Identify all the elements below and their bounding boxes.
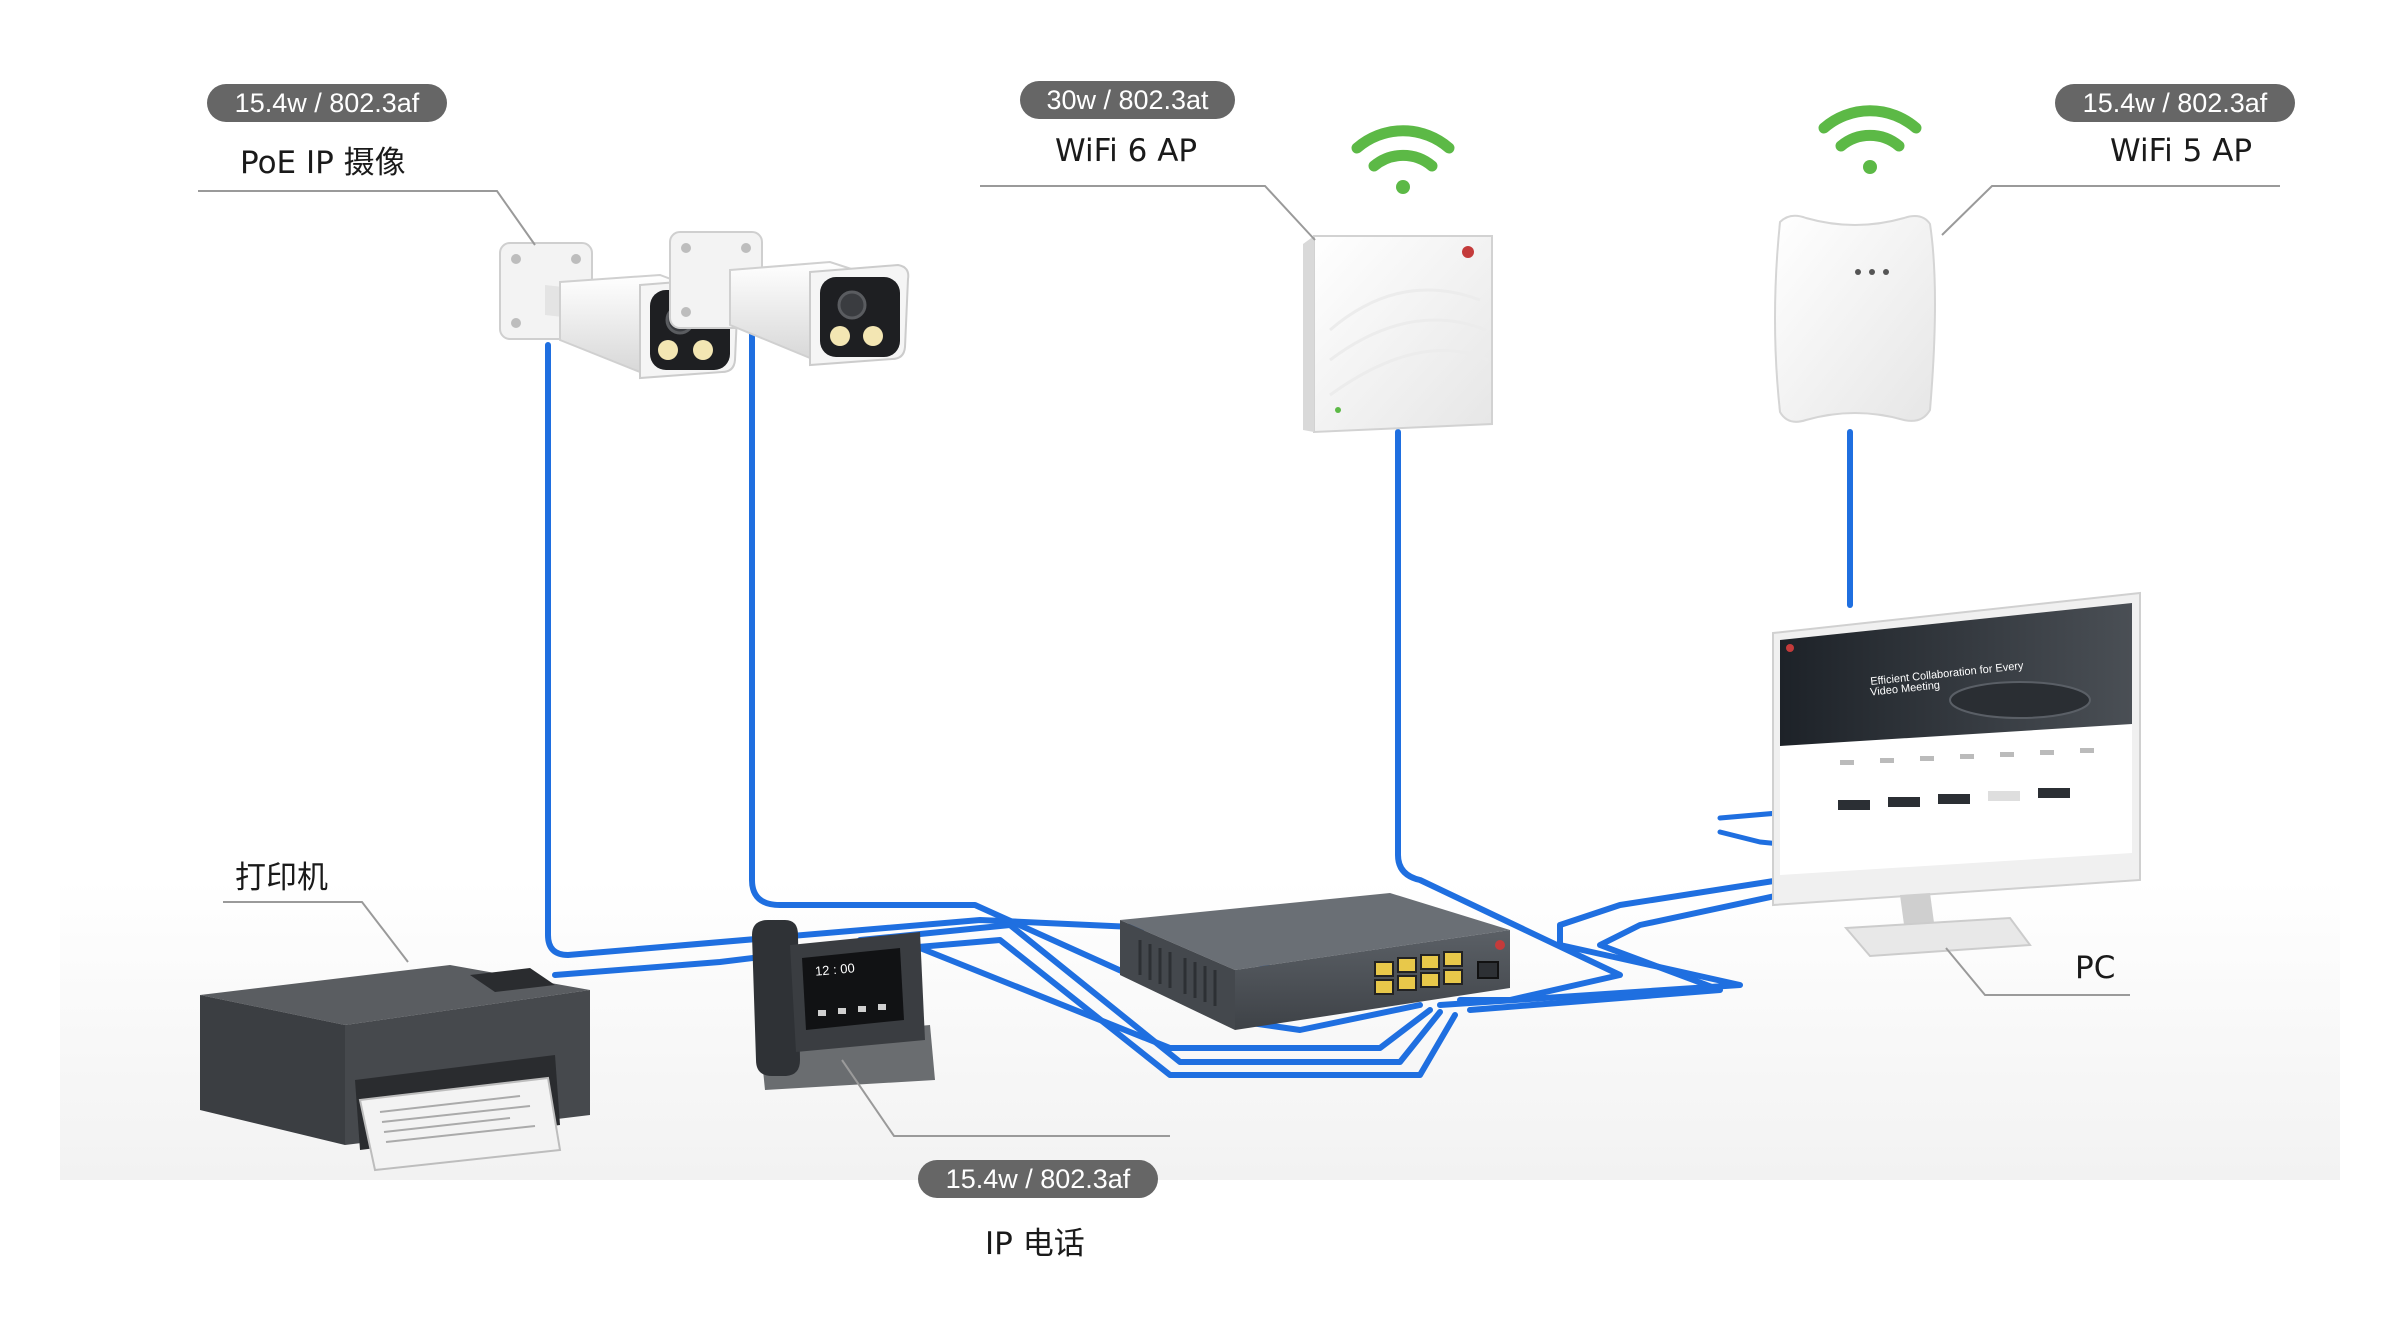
wifi6-power-badge: 30w / 802.3at: [1020, 81, 1235, 119]
cable-camera-1: [545, 342, 1423, 998]
ethernet-cables: [545, 327, 1853, 1078]
camera-label: PoE IP 摄像: [240, 145, 406, 181]
access-point-icon: [1774, 214, 1936, 423]
cable-pc-2: [1467, 892, 1783, 1013]
camera-icon: [499, 231, 910, 380]
wifi-icon: [1351, 125, 1455, 194]
cable-wifi6: [1395, 429, 1623, 1003]
wifi5-power-badge: 15.4w / 802.3af: [2055, 84, 2295, 122]
monitor-icon: [1772, 591, 2141, 958]
phone-label: IP 电话: [985, 1226, 1085, 1262]
camera-power-badge: 15.4w / 802.3af: [207, 84, 447, 122]
printer-icon: [200, 965, 590, 1172]
phone-icon: [752, 920, 935, 1090]
printer-label: 打印机: [235, 860, 328, 896]
leader-lines: [198, 185, 2280, 1137]
wifi-icon: [1818, 105, 1922, 174]
cable-camera-2: [749, 327, 1423, 1033]
cable-phone: [857, 922, 1443, 1065]
phone-power-badge: 15.4w / 802.3af: [918, 1160, 1158, 1198]
access-point-icon: [1303, 235, 1493, 434]
cable-pc-1: [1437, 877, 1783, 1008]
wifi5-label: WiFi 5 AP: [2110, 133, 2253, 169]
switch-icon: [1120, 893, 1510, 1030]
wifi6-label: WiFi 6 AP: [1055, 133, 1198, 169]
cable-printer: [552, 937, 1433, 1051]
pc-label: PC: [2075, 950, 2116, 986]
